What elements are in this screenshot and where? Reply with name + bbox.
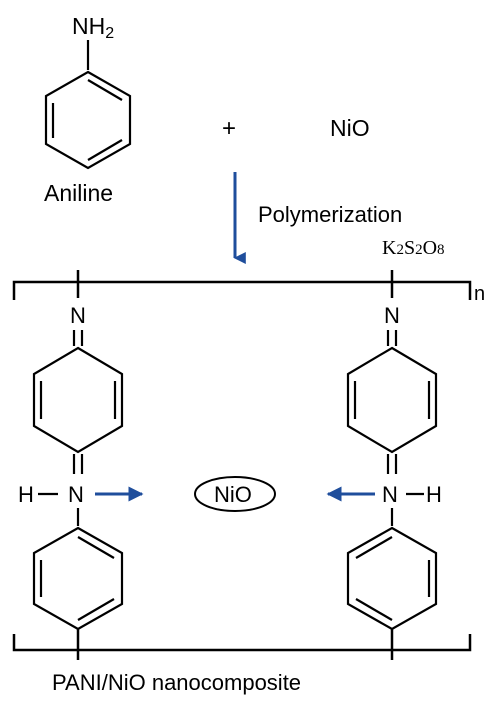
polymerization-label: Polymerization (258, 202, 402, 227)
repeat-unit-n: n (474, 283, 485, 305)
center-nio-label: NiO (214, 482, 252, 507)
right-quinoid-ring (346, 330, 438, 474)
left-amine-h: H (18, 482, 34, 507)
aniline-benzene-ring (44, 70, 132, 170)
right-imine-n-top: N (384, 303, 400, 328)
nio-reactant-label: NiO (330, 115, 370, 141)
left-benzenoid-ring (32, 508, 124, 631)
right-amine-h: H (426, 482, 442, 507)
aniline-label: Aniline (44, 180, 113, 206)
left-amine-n: N (68, 482, 84, 507)
product-label: PANI/NiO nanocomposite (52, 670, 301, 695)
top-bracket (12, 270, 472, 300)
right-amine-n: N (382, 482, 398, 507)
bottom-bracket (12, 629, 472, 660)
right-benzenoid-ring (346, 508, 438, 631)
plus-sign: + (222, 115, 236, 142)
aniline-nh2-label: NH2 (72, 13, 114, 42)
left-imine-n-top: N (70, 303, 86, 328)
oxidant-label: K2S2O8 (382, 237, 445, 259)
left-quinoid-ring (32, 330, 124, 474)
center-nio-ellipse (194, 476, 276, 512)
